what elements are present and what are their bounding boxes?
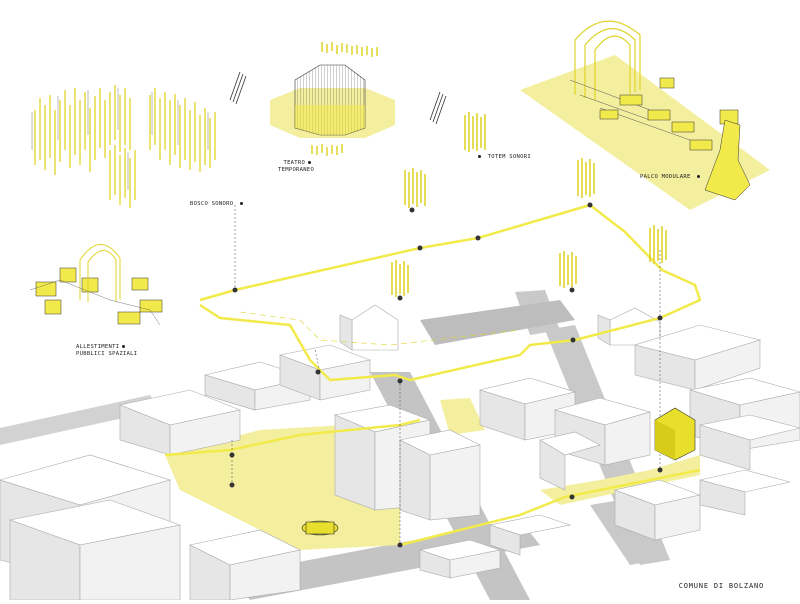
totem-cluster: [649, 225, 667, 264]
node-dot-icon: [239, 202, 243, 205]
node-dot-icon[interactable]: [570, 337, 576, 343]
node-dot-icon[interactable]: [569, 287, 575, 293]
label-text: PUBBLICI SPAZIALI: [76, 351, 138, 357]
label-bosco-sonoro: BOSCO SONORO: [190, 201, 246, 208]
label-text: BOSCO SONORO: [190, 201, 234, 207]
route-upper-loop: [199, 203, 702, 382]
node-dot-icon[interactable]: [397, 542, 403, 548]
node-dot-icon[interactable]: [475, 235, 481, 241]
building: [699, 469, 791, 516]
label-totem-sonori: TOTEM SONORI: [475, 154, 531, 161]
node-dot-icon[interactable]: [229, 452, 235, 458]
palco-modulare-illustration: [520, 20, 770, 210]
sound-totems-small: [391, 112, 667, 297]
label-teatro-temporaneo: TEATRO TEMPORANEO: [278, 160, 314, 174]
node-dot-icon[interactable]: [397, 378, 403, 384]
totem-cluster: [404, 168, 426, 208]
node-dot-icon[interactable]: [232, 287, 238, 293]
node-dot-icon[interactable]: [417, 245, 423, 251]
totem-cluster: [559, 251, 577, 288]
node-dot-icon: [478, 155, 481, 158]
node-dots: [229, 202, 663, 548]
building: [633, 324, 762, 391]
building: [118, 389, 242, 456]
label-text: TOTEM SONORI: [487, 154, 531, 160]
route-loop: [164, 203, 702, 547]
building-gabled: [597, 307, 661, 346]
road-right-lower: [590, 500, 660, 565]
node-dot-icon: [122, 345, 126, 348]
leader-lines: [231, 205, 661, 545]
route-bottom-path: [399, 468, 701, 547]
route-lower-path: [164, 418, 421, 457]
road-shadow-north: [420, 300, 575, 345]
label-text: TEATRO: [283, 160, 306, 166]
building: [553, 397, 652, 466]
totem-cluster: [391, 260, 409, 297]
building: [189, 529, 301, 601]
buildings: [0, 304, 800, 601]
city-label: COMUNE DI BOLZANO: [678, 582, 764, 590]
node-dot-icon[interactable]: [229, 482, 235, 488]
route-guides: [239, 311, 521, 346]
bosco-sonoro-illustration: [31, 85, 216, 208]
sound-marks: [229, 71, 447, 125]
node-dot-icon: [697, 175, 701, 178]
label-text: ALLESTIMENTI: [76, 344, 120, 350]
node-dot-icon[interactable]: [657, 467, 663, 473]
node-dot-icon[interactable]: [587, 202, 593, 208]
node-dot-icon[interactable]: [409, 207, 415, 213]
label-allestimenti: ALLESTIMENTI PUBBLICI SPAZIALI: [76, 344, 137, 358]
node-dot-icon[interactable]: [569, 494, 575, 500]
road-bottom-horizontal: [230, 520, 540, 600]
label-palco-modulare: PALCO MODULARE: [640, 174, 703, 181]
allestimenti-illustration: [29, 244, 163, 326]
label-text: TEMPORANEO: [278, 167, 315, 173]
label-text: PALCO MODULARE: [640, 174, 691, 180]
totem-cluster: [577, 158, 595, 198]
teatro-temporaneo-illustration: [270, 42, 395, 156]
building: [488, 514, 572, 556]
building-gabled: [339, 304, 399, 351]
building: [418, 539, 502, 579]
node-dot-icon[interactable]: [657, 315, 663, 321]
building: [8, 499, 182, 601]
building: [539, 431, 601, 491]
totem-cluster: [464, 112, 486, 152]
node-dot-icon[interactable]: [397, 295, 403, 301]
node-dot-icon: [308, 161, 312, 164]
node-dot-icon[interactable]: [315, 369, 321, 375]
totem-element: [301, 520, 339, 536]
public-space-square: [440, 398, 485, 435]
building: [699, 414, 800, 471]
building: [399, 429, 481, 521]
sculpture-element: [704, 119, 751, 201]
pavilion-element: [654, 407, 696, 461]
